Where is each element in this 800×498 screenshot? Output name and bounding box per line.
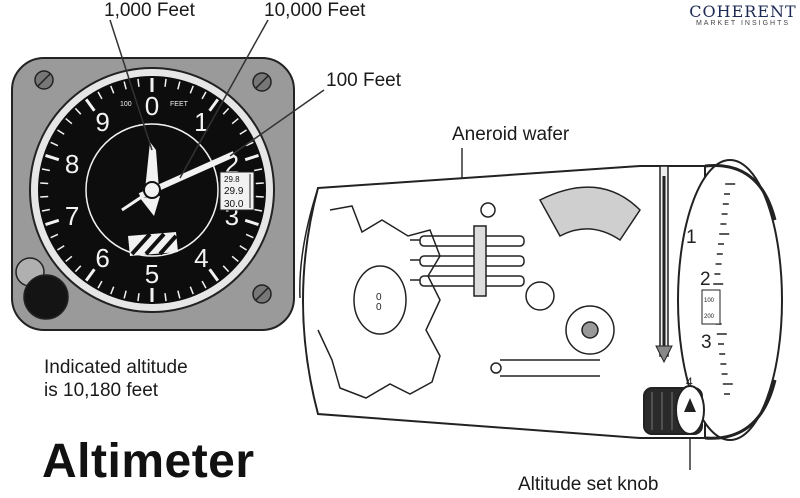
- dial-numeral: 8: [65, 149, 79, 179]
- dial-tick: [189, 286, 194, 295]
- dial-face-label: FEET: [170, 101, 189, 108]
- cutaway-scale-numeral: 2: [700, 269, 711, 290]
- hand-hub: [143, 181, 161, 199]
- dial-tick: [245, 141, 254, 147]
- caption-line: is 10,180 feet: [44, 380, 159, 401]
- cutaway-edge: [317, 205, 441, 399]
- aneroid-wafer-stack: [410, 225, 525, 297]
- dial-tick: [50, 233, 59, 239]
- logo-brand: COHERENT: [689, 2, 797, 21]
- altimeter-cutaway: 0 0: [299, 159, 783, 441]
- dial-ticks: [40, 78, 264, 302]
- dial-tick: [57, 245, 65, 251]
- dial-tick: [222, 107, 230, 115]
- gear-train: [480, 186, 641, 377]
- cutaway-window-value: 200: [704, 314, 715, 320]
- callout-thousand-feet: 1,000 Feet: [104, 0, 195, 21]
- brand-logo: COHERENT MARKET INSIGHTS: [688, 3, 798, 27]
- dial-numeral: 7: [65, 201, 79, 231]
- svg-text:0: 0: [376, 292, 382, 303]
- baro-set-knob-cap: [23, 274, 69, 320]
- cutaway-scale-numeral: 3: [701, 332, 712, 353]
- dial-tick: [189, 85, 194, 94]
- dial-tick: [45, 153, 60, 162]
- dial-tick: [45, 218, 60, 227]
- dial-face-label: 100: [120, 101, 132, 108]
- dial-tick: [254, 168, 263, 172]
- dial-tick: [201, 280, 207, 289]
- dial-tick: [137, 293, 140, 302]
- dial-tick: [40, 182, 49, 185]
- dial-numeral: 5: [145, 259, 159, 289]
- kollsman-value: 29.8: [224, 175, 240, 184]
- dial-tick: [137, 78, 140, 87]
- dial-tick: [244, 218, 259, 227]
- dial-tick: [164, 78, 167, 87]
- dial-inner-ring: [85, 123, 219, 257]
- dial-numeral: 6: [95, 243, 109, 273]
- indicated-altitude-caption: Indicated altitude is 10,180 feet: [44, 356, 188, 402]
- dial-tick: [254, 208, 263, 212]
- dial-tick: [97, 91, 103, 100]
- callout-ten-thousand-feet: 10,000 Feet: [264, 0, 366, 21]
- dial-tick: [177, 290, 181, 299]
- dial-tick: [40, 195, 49, 198]
- instrument-front-bezel: [677, 159, 783, 441]
- dial-tick: [231, 255, 239, 262]
- dial-tick: [65, 255, 73, 262]
- dial-numeral: 4: [194, 243, 208, 273]
- kollsman-value: 29.9: [224, 186, 244, 197]
- svg-text:0: 0: [376, 302, 382, 313]
- kollsman-value: 30.0: [224, 199, 244, 210]
- kollsman-window: 29.8 29.9 30.0: [219, 171, 255, 211]
- dial-tick: [74, 265, 82, 273]
- dial-tick: [110, 85, 115, 94]
- altitude-set-knob: [643, 385, 705, 435]
- dial-tick: [74, 107, 82, 115]
- logo-tagline: MARKET INSIGHTS: [695, 20, 791, 27]
- dial-tick: [208, 98, 220, 112]
- dial-tick: [84, 268, 96, 282]
- dial-tick: [201, 91, 207, 100]
- dial-numeral: 0: [145, 91, 159, 121]
- caption-line: Indicated altitude: [44, 357, 188, 378]
- dial-tick: [50, 141, 59, 147]
- dial-tick: [177, 81, 181, 90]
- cutaway-window-value: 100: [704, 298, 715, 304]
- thousand-foot-hand: [145, 142, 159, 190]
- dial-tick: [245, 233, 254, 239]
- dial-tick: [110, 286, 115, 295]
- dial-tick: [123, 81, 127, 90]
- low-altitude-flag: [128, 232, 178, 256]
- dial-tick: [97, 280, 103, 289]
- dial-tick: [208, 268, 220, 282]
- page-title: Altimeter: [42, 435, 255, 488]
- callout-altitude-set-knob: Altitude set knob: [518, 474, 659, 495]
- dial-tick: [41, 168, 50, 172]
- dial-numeral: 1: [194, 107, 208, 137]
- dial-tick: [123, 290, 127, 299]
- dial-numeral: 9: [95, 107, 109, 137]
- dial-tick: [164, 293, 167, 302]
- dial-tick: [65, 118, 73, 125]
- dial-tick: [57, 129, 65, 135]
- dial-tick: [41, 208, 50, 212]
- dial-tick: [231, 118, 239, 125]
- dial-tick: [244, 153, 259, 162]
- dial-tick: [222, 265, 230, 273]
- dial-tick: [84, 98, 96, 112]
- callout-aneroid-wafer: Aneroid wafer: [452, 124, 570, 145]
- cutaway-scale-numeral: 1: [686, 227, 697, 248]
- callout-hundred-feet: 100 Feet: [326, 70, 401, 91]
- dial-tick: [255, 182, 264, 185]
- dial-tick: [239, 245, 247, 251]
- cutaway-scale-numeral: 4: [686, 375, 693, 389]
- dial-tick: [239, 129, 247, 135]
- dial-tick: [255, 195, 264, 198]
